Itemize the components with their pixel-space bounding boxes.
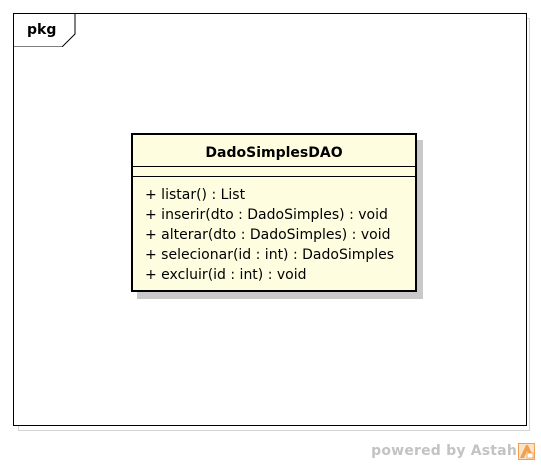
- class-name: DadoSimplesDAO: [133, 135, 415, 167]
- astah-logo-icon: [518, 442, 535, 460]
- attribute-compartment: [133, 167, 415, 177]
- operation-row[interactable]: + alterar(dto : DadoSimples) : void: [145, 227, 391, 243]
- watermark-text: powered by Astah: [371, 443, 517, 459]
- package-tab: pkg: [14, 14, 76, 47]
- operation-row[interactable]: + inserir(dto : DadoSimples) : void: [145, 207, 388, 223]
- package-frame[interactable]: pkg: [13, 13, 527, 426]
- package-label: pkg: [27, 22, 57, 38]
- operation-row[interactable]: + excluir(id : int) : void: [145, 267, 307, 283]
- class-box-dadosimplesdao[interactable]: DadoSimplesDAO + listar() : List + inser…: [131, 133, 417, 292]
- operation-row[interactable]: + listar() : List: [145, 187, 246, 203]
- operation-row[interactable]: + selecionar(id : int) : DadoSimples: [145, 247, 395, 263]
- astah-watermark: powered by Astah: [371, 442, 535, 460]
